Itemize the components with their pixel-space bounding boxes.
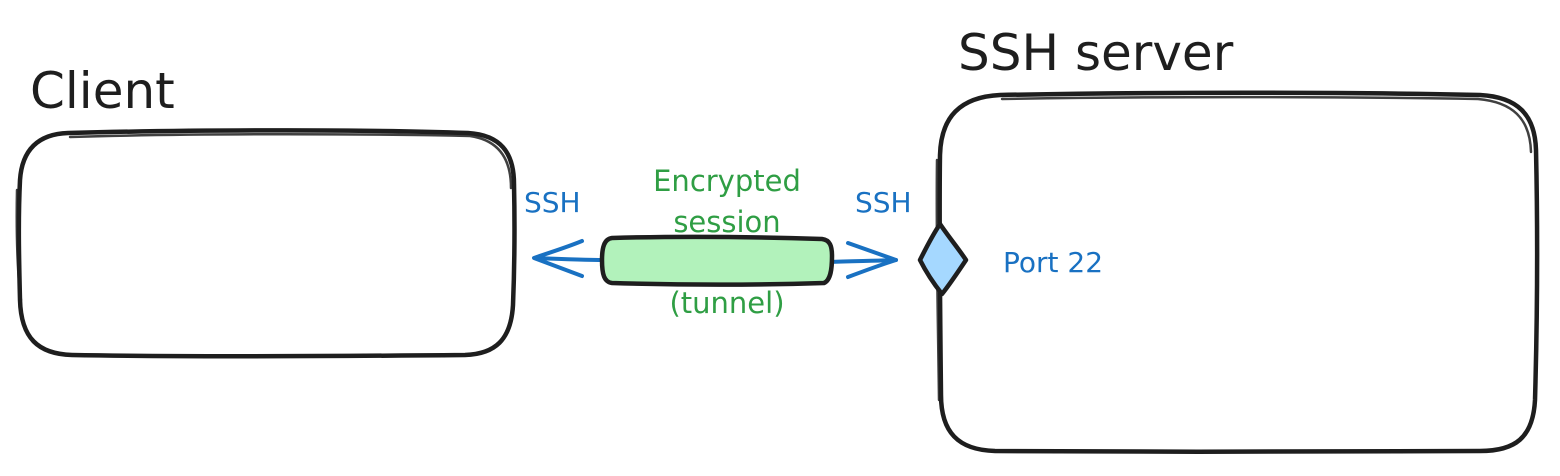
right-ssh-label: SSH: [855, 186, 912, 219]
tunnel: Encrypted session (tunnel): [599, 164, 835, 320]
port-label: Port 22: [1003, 246, 1103, 279]
tunnel-bar: [599, 234, 835, 287]
left-arrow: SSH: [524, 186, 606, 278]
server-node: SSH server: [935, 24, 1540, 454]
port-diamond: [917, 221, 969, 297]
tunnel-sub-label: (tunnel): [669, 286, 784, 320]
left-ssh-label: SSH: [524, 186, 581, 219]
tunnel-label-line2: session: [673, 205, 780, 239]
tunnel-label-line1: Encrypted: [653, 164, 801, 198]
client-node: Client: [15, 62, 517, 359]
right-arrow: SSH: [828, 186, 912, 279]
client-box: [16, 128, 517, 359]
port-22: Port 22: [917, 221, 1103, 297]
client-title: Client: [30, 62, 175, 120]
server-title: SSH server: [958, 24, 1234, 82]
